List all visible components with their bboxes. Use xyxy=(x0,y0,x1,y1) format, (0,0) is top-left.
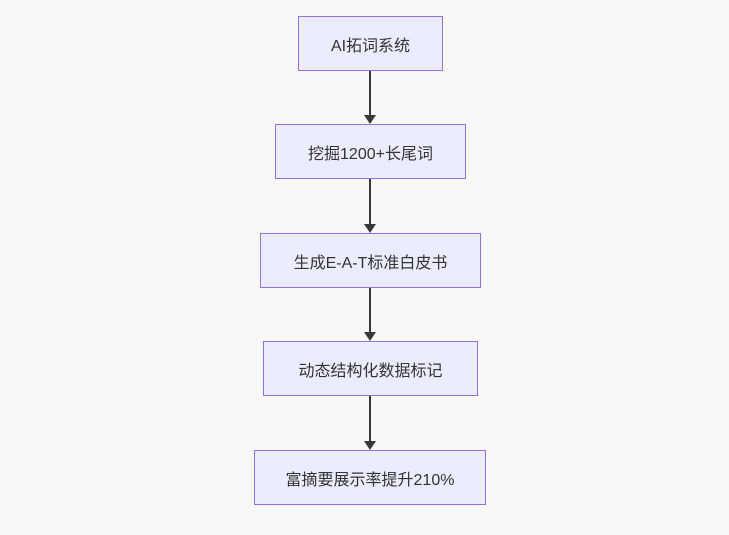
arrowhead-icon xyxy=(364,224,376,233)
arrowhead-icon xyxy=(364,332,376,341)
arrowhead-icon xyxy=(364,115,376,124)
arrow-line xyxy=(369,179,371,225)
arrow-line xyxy=(369,288,371,333)
flow-node-structured-data-markup: 动态结构化数据标记 xyxy=(263,341,478,396)
flow-node-label: 挖掘1200+长尾词 xyxy=(308,145,433,163)
flow-node-label: 动态结构化数据标记 xyxy=(298,362,443,380)
arrow-line xyxy=(369,396,371,442)
flow-node-label: 生成E-A-T标准白皮书 xyxy=(293,254,448,272)
flow-node-label: 富摘要展示率提升210% xyxy=(285,471,455,489)
flow-node-ai-word-system: AI拓词系统 xyxy=(298,16,443,71)
arrowhead-icon xyxy=(364,441,376,450)
arrow-line xyxy=(369,71,371,116)
flow-node-eat-whitepaper: 生成E-A-T标准白皮书 xyxy=(260,233,481,288)
flow-node-longtail-mining: 挖掘1200+长尾词 xyxy=(275,124,466,179)
flow-node-rich-snippet-uplift: 富摘要展示率提升210% xyxy=(254,450,486,505)
flow-node-label: AI拓词系统 xyxy=(330,37,411,55)
